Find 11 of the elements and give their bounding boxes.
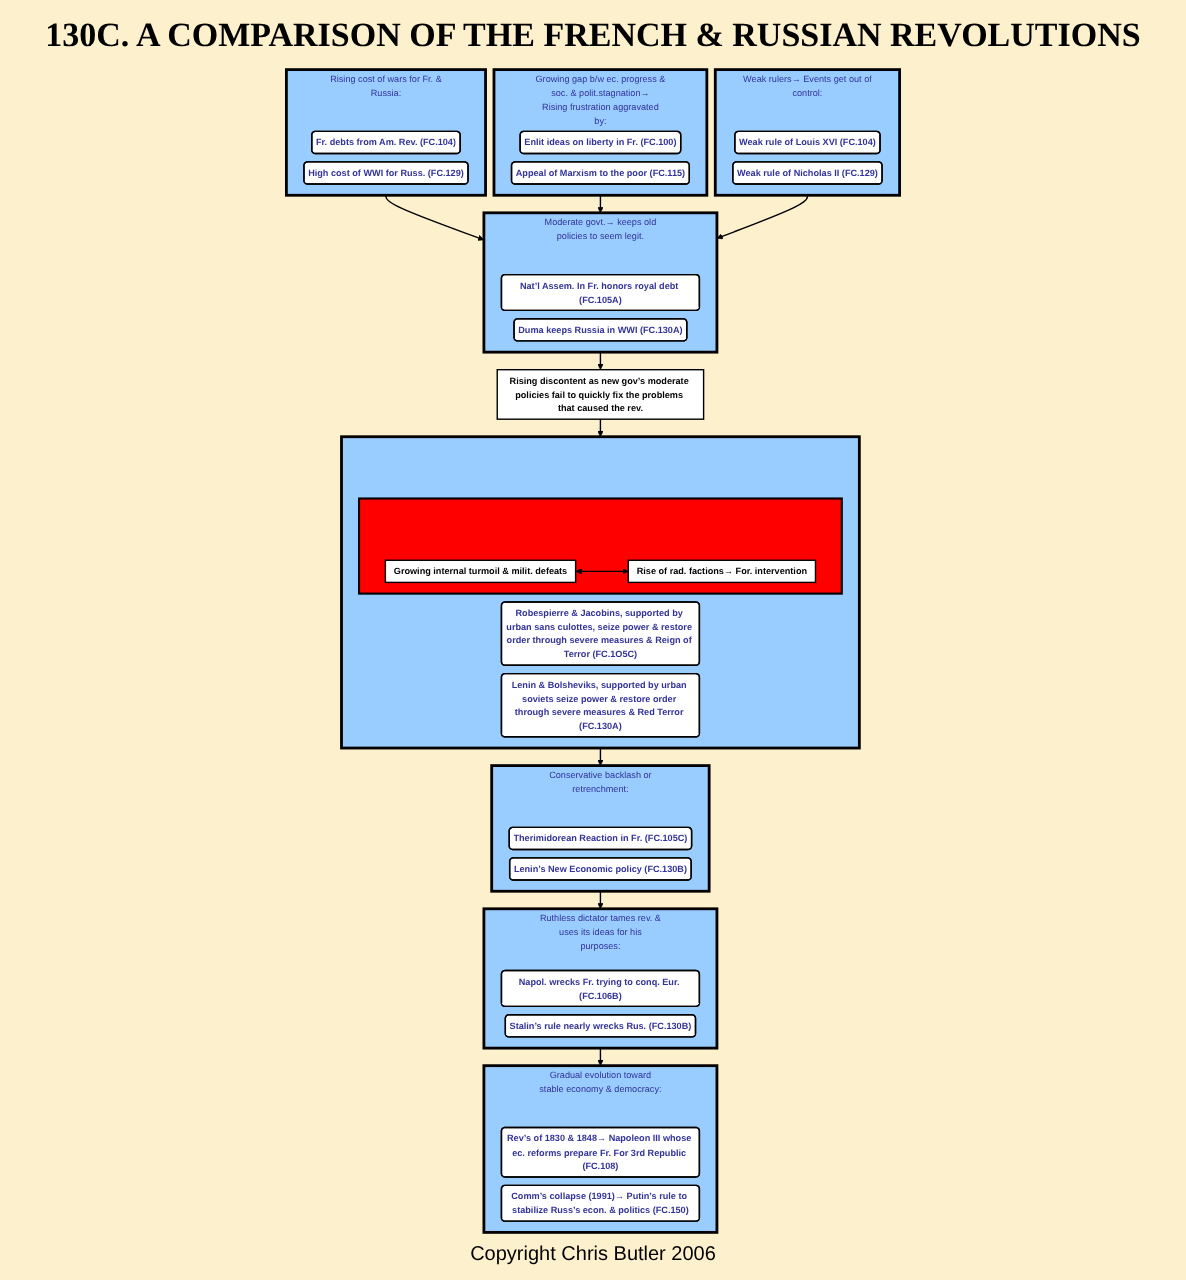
arrow [385, 194, 485, 241]
arrow [597, 1047, 604, 1066]
arrow [597, 747, 604, 766]
copyright-caption: Copyright Chris Butler 2006 [470, 1244, 716, 1266]
arrow [597, 194, 604, 214]
cluster [340, 435, 861, 750]
arrow [716, 194, 809, 240]
arrow [575, 568, 629, 575]
arrow [597, 418, 604, 437]
diagram-title: 130C. A COMPARISON OF THE FRENCH & RUSSIAN REVOLUTIONS [45, 16, 1141, 56]
cluster [358, 497, 843, 595]
